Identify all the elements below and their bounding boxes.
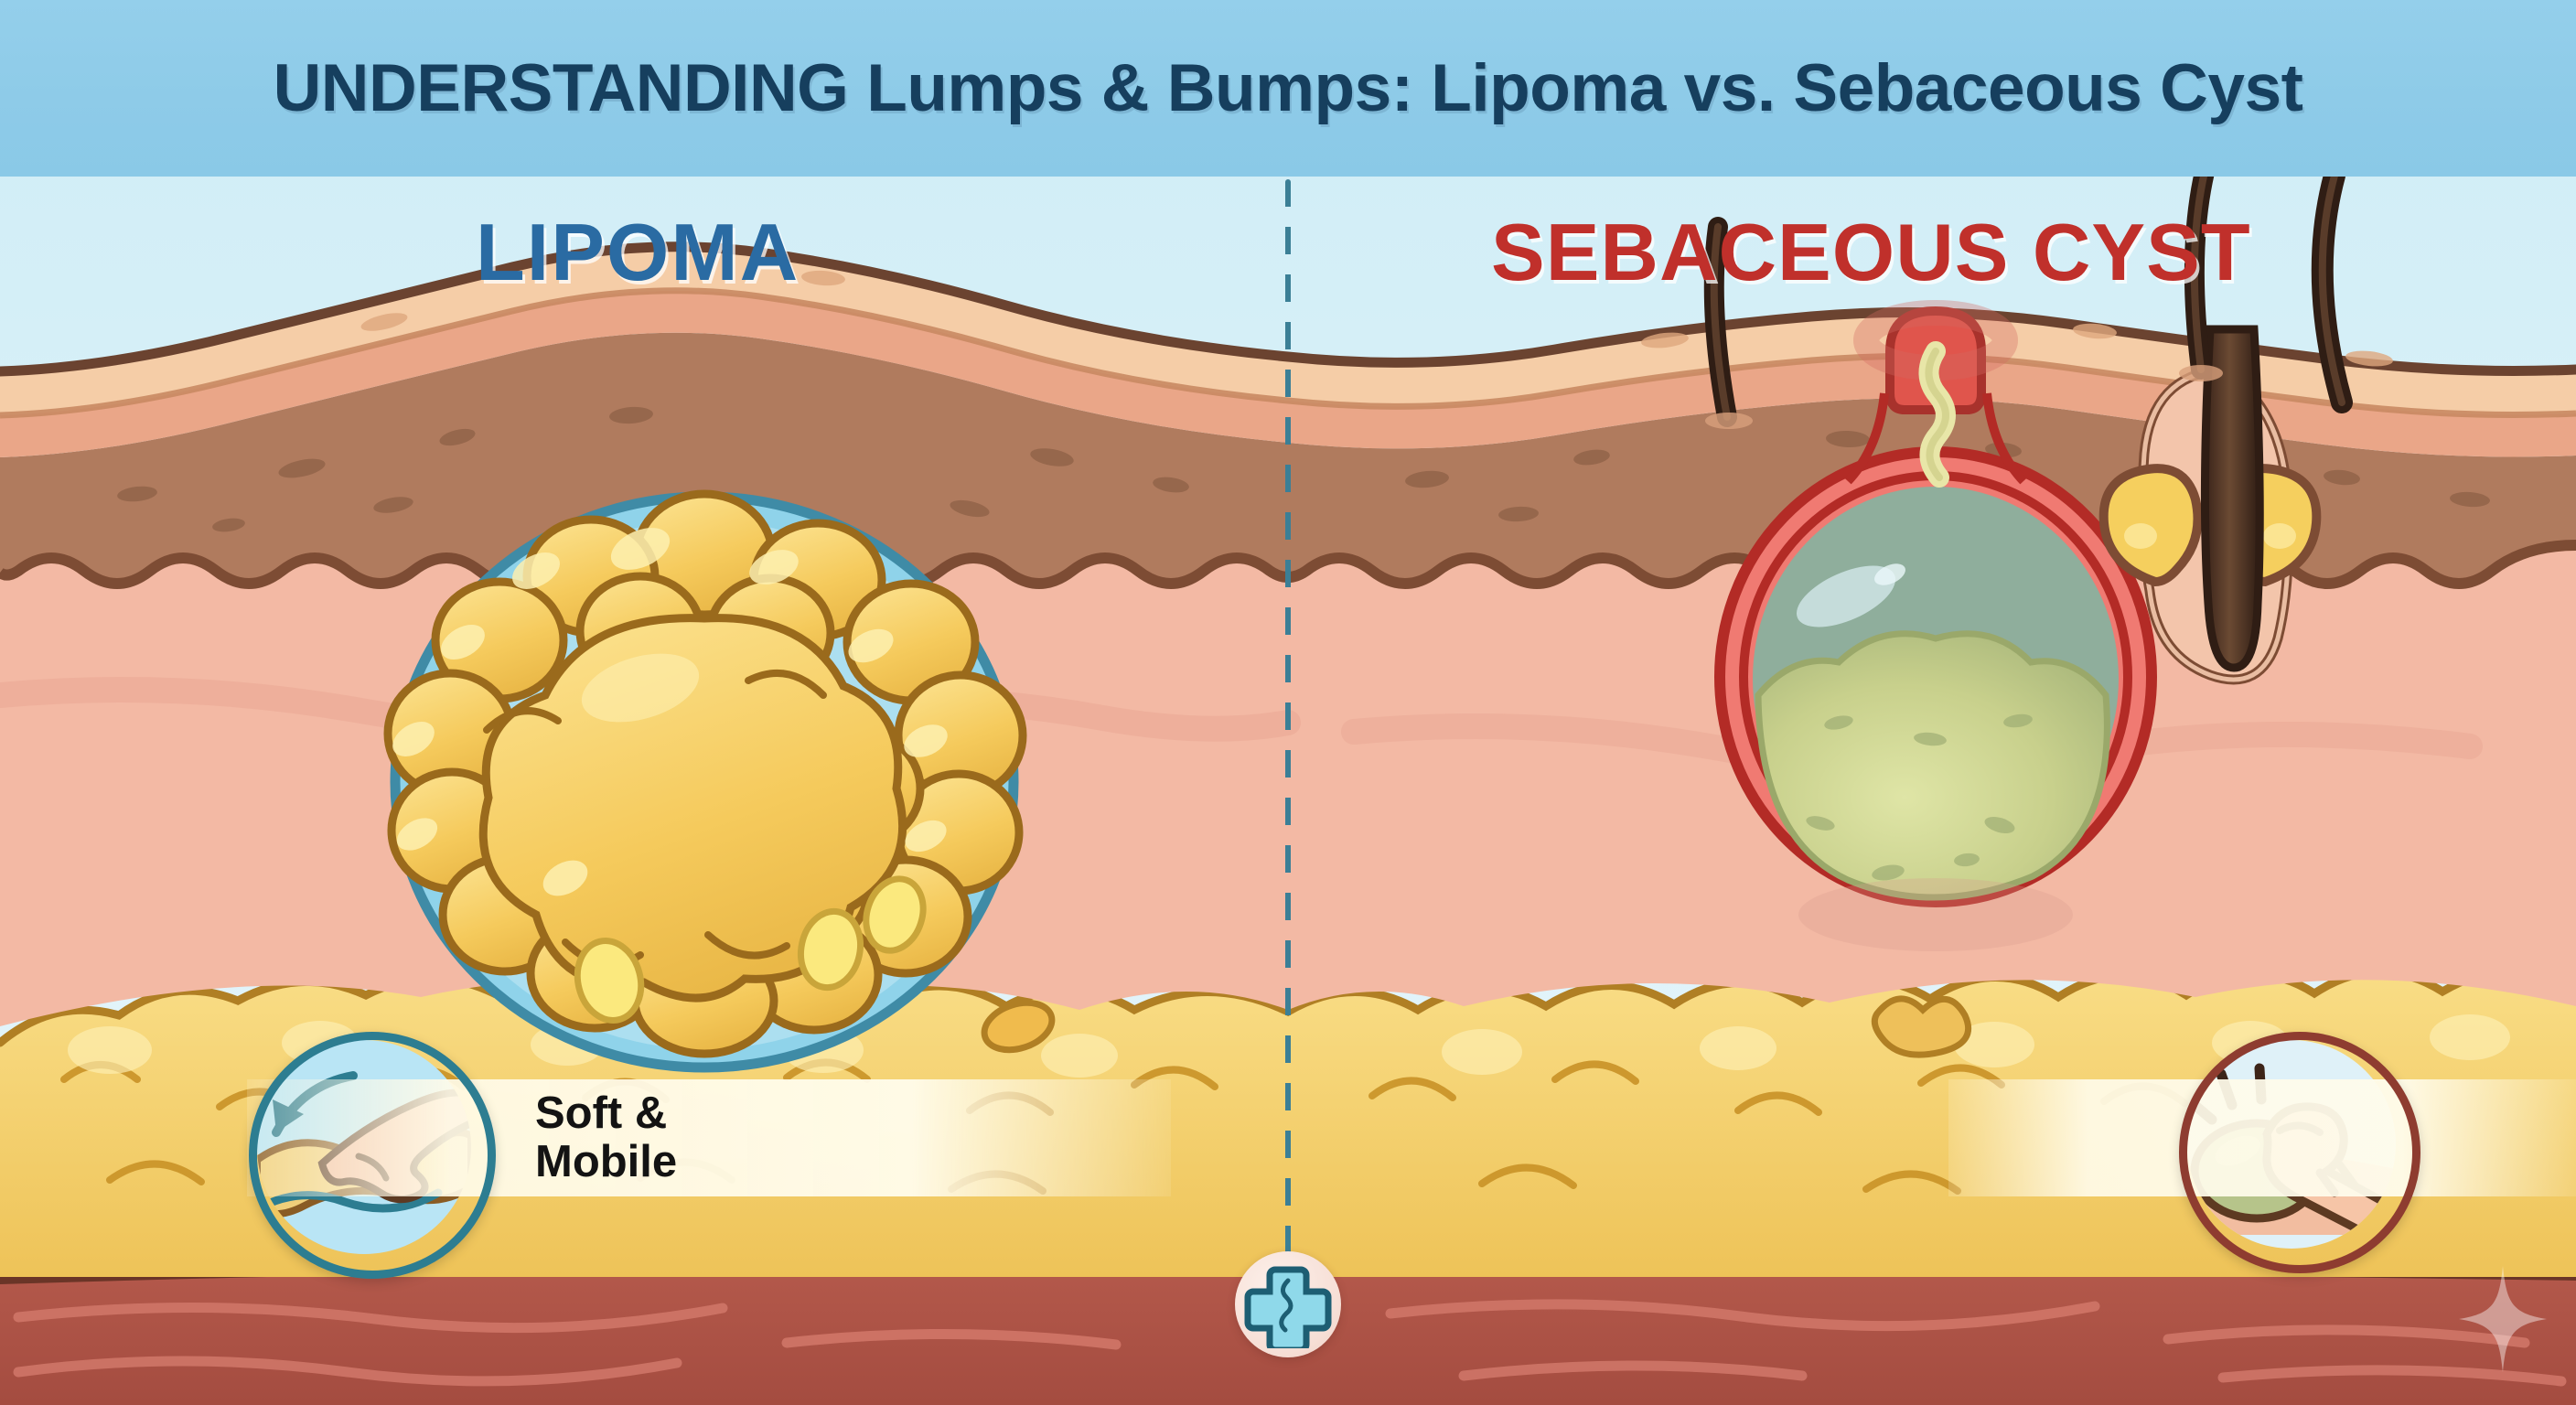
sparkle-icon [2459, 1266, 2547, 1372]
lipoma-mass [383, 489, 1027, 1073]
soft-mobile-caption: Soft & Mobile [535, 1079, 919, 1196]
header-band [0, 0, 2576, 177]
soft-mobile-badge [249, 1032, 496, 1279]
caption-line-2: Mobile [535, 1137, 678, 1186]
sebaceous-cyst [1714, 300, 2157, 907]
hair-follicle [2098, 325, 2322, 685]
hair-strands [1703, 162, 2353, 427]
firm-fixed-badge [2179, 1032, 2420, 1273]
lipoma-panel-title: LIPOMA [476, 207, 800, 297]
medical-cross-icon [1235, 1251, 1341, 1357]
center-divider [1285, 179, 1291, 1277]
page-title: UNDERSTANDING Lumps & Bumps: Lipoma vs. … [273, 51, 2303, 125]
sebaceous-cyst-panel-title: SEBACEOUS CYST [1491, 207, 2251, 297]
caption-line-1: Soft & [535, 1089, 668, 1139]
